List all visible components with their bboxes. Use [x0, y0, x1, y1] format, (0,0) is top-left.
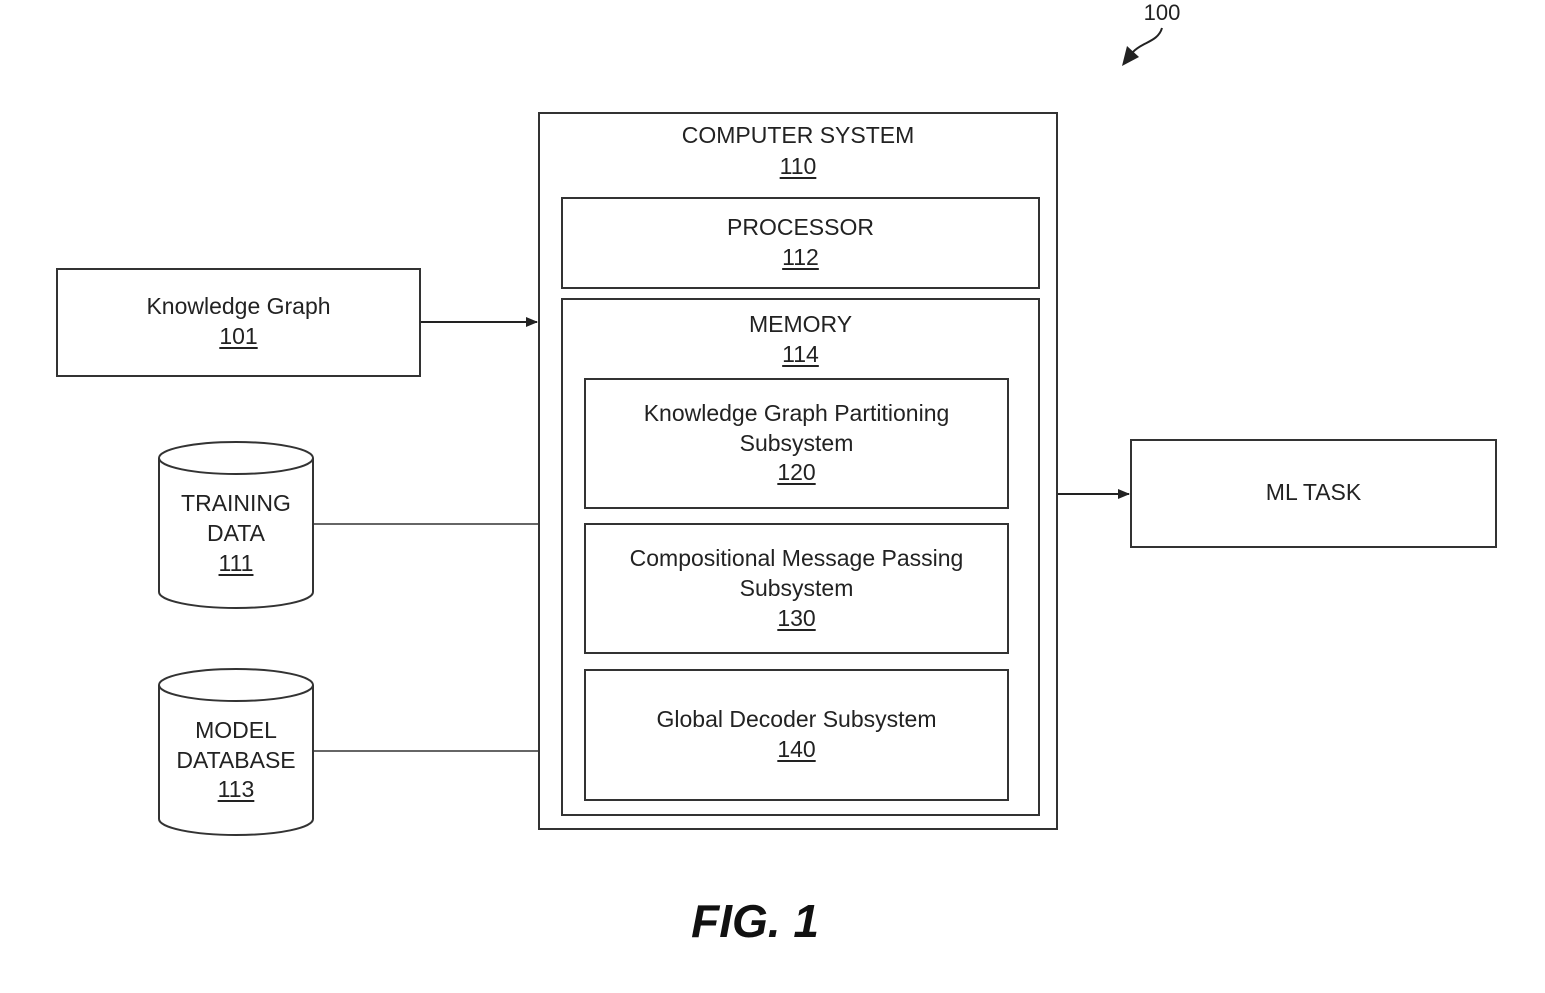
model-database-ref: 113: [159, 774, 313, 804]
message-passing-subsystem-ref: 130: [584, 603, 1009, 633]
training-data-label-line2: DATA: [159, 518, 313, 548]
computer-system-ref: 110: [538, 151, 1058, 181]
memory-ref: 114: [561, 339, 1040, 369]
processor-title: PROCESSOR: [561, 212, 1040, 242]
figure-ref-pointer-arrow: [1133, 28, 1162, 52]
training-data-label-line1: TRAINING: [159, 488, 313, 518]
knowledge-graph-ref: 101: [56, 321, 421, 351]
model-database-label-line2: DATABASE: [159, 745, 313, 775]
global-decoder-subsystem-ref: 140: [584, 734, 1009, 764]
message-passing-subsystem-line2: Subsystem: [584, 573, 1009, 603]
model-database-label-line1: MODEL: [159, 715, 313, 745]
ml-task-title: ML TASK: [1130, 477, 1497, 507]
message-passing-subsystem-line1: Compositional Message Passing: [584, 543, 1009, 573]
figure-ref-number: 100: [1122, 0, 1202, 28]
training-data-ref: 111: [159, 548, 313, 578]
knowledge-graph-title: Knowledge Graph: [56, 291, 421, 321]
processor-ref: 112: [561, 242, 1040, 272]
global-decoder-subsystem-title: Global Decoder Subsystem: [584, 704, 1009, 734]
partitioning-subsystem-ref: 120: [584, 457, 1009, 487]
figure-caption: FIG. 1: [0, 894, 1510, 948]
memory-title: MEMORY: [561, 309, 1040, 339]
partitioning-subsystem-line1: Knowledge Graph Partitioning: [584, 398, 1009, 428]
computer-system-title: COMPUTER SYSTEM: [538, 120, 1058, 150]
partitioning-subsystem-line2: Subsystem: [584, 428, 1009, 458]
